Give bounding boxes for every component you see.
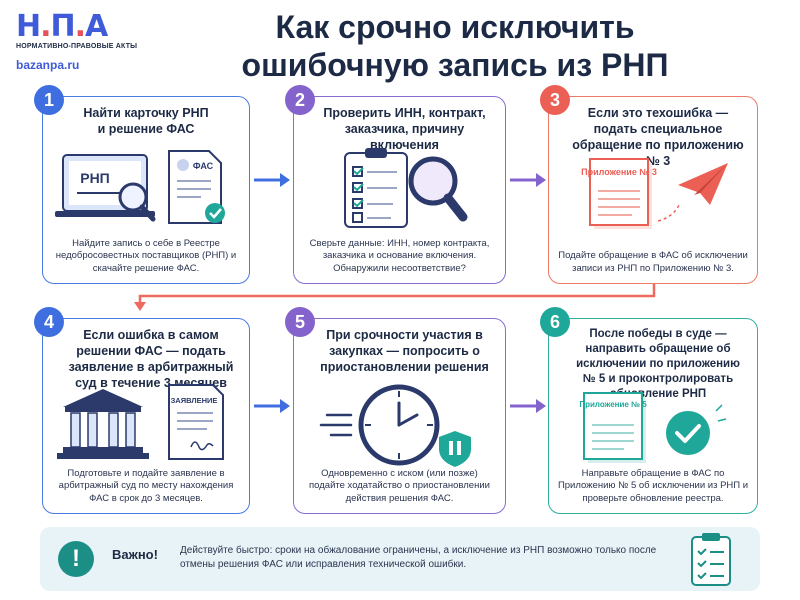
step-card-2: 2 Проверить ИНН, контракт, заказчика, пр… (285, 85, 506, 284)
arrow-right-icon (254, 399, 290, 413)
document-check-icon: Приложение № 5 (549, 389, 757, 469)
step-number-1: 1 (34, 85, 64, 115)
step-number-5: 5 (285, 307, 315, 337)
logo-mark: Н.П.А (16, 9, 108, 44)
important-note: ! Важно! Действуйте быстро: сроки на обж… (40, 527, 760, 591)
step-card-4: 4 Если ошибка в самом решении ФАС — пода… (34, 307, 250, 514)
svg-text:РНП: РНП (80, 170, 110, 186)
logo: Н.П.А НОРМАТИВНО-ПРАВОВЫЕ АКТЫ bazanpa.r… (16, 9, 146, 73)
courthouse-document-icon: ЗАЯВЛЕНИЕ (43, 383, 249, 463)
step-number-3: 3 (540, 85, 570, 115)
step-description-4: Подготовьте и подайте заявление в арбитр… (58, 467, 234, 504)
step-description-2: Сверьте данные: ИНН, номер контракта, за… (309, 237, 490, 274)
step-title-1: Найти карточку РНП и решение ФАС (83, 106, 209, 136)
clock-pause-icon (294, 379, 505, 469)
checklist-magnifier-icon (294, 145, 505, 231)
svg-text:ФАС: ФАС (193, 161, 214, 171)
arrow-right-icon (510, 173, 546, 187)
step-description-5: Одновременно с иском (или позже) подайте… (309, 467, 490, 504)
step-title-3: Если это техошибка — подать специальное … (572, 106, 744, 168)
svg-text:ЗАЯВЛЕНИЕ: ЗАЯВЛЕНИЕ (171, 396, 218, 405)
step-number-4: 4 (34, 307, 64, 337)
step-title-2: Проверить ИНН, контракт, заказчика, прич… (323, 106, 486, 152)
step-title-4: Если ошибка в самом решении ФАС — подать… (68, 328, 234, 390)
arrow-right-icon (254, 173, 290, 187)
connector-arrow-icon (134, 284, 656, 311)
step-number-2: 2 (285, 85, 315, 115)
step-card-1: 1 Найти карточку РНП и решение ФАС РНП Ф… (34, 85, 250, 284)
checklist-board-icon (691, 533, 731, 586)
note-label: Важно! (112, 547, 158, 562)
exclamation-icon: ! (58, 541, 94, 577)
step-card-3: 3 Если это техошибка — подать специально… (540, 85, 758, 284)
page-title: Как срочно исключить ошибочную запись из… (241, 9, 669, 83)
document-paperplane-icon: Приложение № 3 (549, 155, 757, 235)
svg-text:Приложение № 3: Приложение № 3 (581, 167, 657, 177)
note-text: Действуйте быстро: сроки на обжалование … (180, 545, 657, 570)
arrow-right-icon (510, 399, 546, 413)
step-card-6: 6 После победы в суде — направить обраще… (540, 307, 758, 514)
step-description-3: Подайте обращение в ФАС об исключении за… (558, 250, 748, 274)
registry-search-icon: РНП ФАС (43, 147, 249, 229)
step-number-6: 6 (540, 307, 570, 337)
step-card-5: 5 При срочности участия в закупках — поп… (285, 307, 506, 514)
step-title-6: После победы в суде — направить обращени… (576, 328, 740, 400)
svg-text:Приложение № 5: Приложение № 5 (579, 400, 647, 409)
step-description-6: Направьте обращение в ФАС по Приложению … (557, 467, 749, 504)
logo-url[interactable]: bazanpa.ru (16, 58, 80, 72)
step-title-5: При срочности участия в закупках — попро… (320, 328, 489, 374)
step-description-1: Найдите запись о себе в Реестре недоброс… (55, 237, 237, 274)
logo-subtitle: НОРМАТИВНО-ПРАВОВЫЕ АКТЫ (16, 43, 138, 50)
